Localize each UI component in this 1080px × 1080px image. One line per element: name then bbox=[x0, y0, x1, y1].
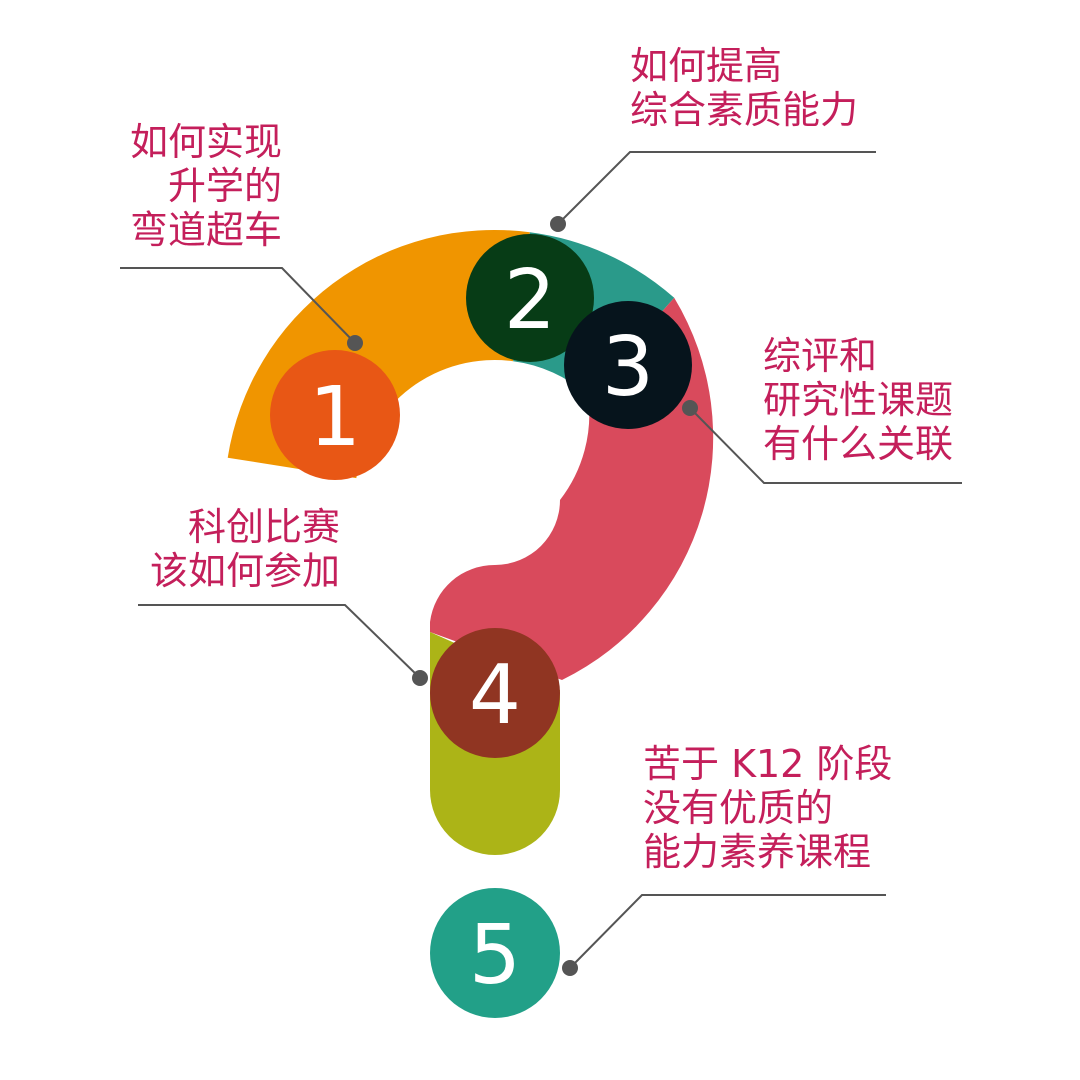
connectors bbox=[120, 151, 962, 969]
label-5-line-1: 苦于 K12 阶段 bbox=[643, 742, 893, 786]
number-circle-1: 1 bbox=[270, 350, 400, 480]
label-2-line-2: 综合素质能力 bbox=[630, 88, 859, 132]
connector-dot-5 bbox=[562, 960, 578, 976]
number-4: 4 bbox=[469, 648, 521, 743]
number-2: 2 bbox=[504, 253, 556, 348]
label-4-line-2: 该如何参加 bbox=[149, 549, 340, 593]
label-1-line-2: 升学的 bbox=[167, 164, 282, 208]
label-1-line-3: 弯道超车 bbox=[129, 208, 282, 252]
label-1: 如何实现 升学的 弯道超车 bbox=[130, 120, 282, 252]
connector-3 bbox=[689, 407, 962, 484]
connector-dot-4 bbox=[412, 670, 428, 686]
connector-dot-2 bbox=[550, 216, 566, 232]
label-2: 如何提高 综合素质能力 bbox=[630, 44, 858, 132]
number-circle-4: 4 bbox=[430, 628, 560, 758]
connector-5 bbox=[569, 894, 886, 969]
label-5-line-3: 能力素养课程 bbox=[643, 830, 872, 874]
connector-2 bbox=[557, 151, 876, 225]
connector-4 bbox=[138, 604, 421, 679]
connector-1 bbox=[120, 267, 356, 344]
connector-dots bbox=[347, 216, 698, 976]
label-3-line-1: 综评和 bbox=[763, 334, 878, 378]
number-1: 1 bbox=[309, 370, 361, 465]
label-3-line-3: 有什么关联 bbox=[763, 422, 954, 466]
label-4: 科创比赛 该如何参加 bbox=[150, 505, 340, 593]
number-5: 5 bbox=[469, 908, 521, 1003]
label-2-line-1: 如何提高 bbox=[630, 44, 783, 88]
label-3: 综评和 研究性课题 有什么关联 bbox=[763, 334, 953, 466]
label-3-line-2: 研究性课题 bbox=[763, 378, 954, 422]
number-circle-3: 3 bbox=[564, 301, 692, 429]
number-circle-2: 2 bbox=[466, 234, 594, 362]
connector-dot-1 bbox=[347, 335, 363, 351]
label-5: 苦于 K12 阶段 没有优质的 能力素养课程 bbox=[643, 742, 892, 874]
number-3: 3 bbox=[602, 320, 654, 415]
connector-dot-3 bbox=[682, 400, 698, 416]
number-circle-5: 5 bbox=[430, 888, 560, 1018]
label-1-line-1: 如何实现 bbox=[129, 120, 282, 164]
label-4-line-1: 科创比赛 bbox=[187, 505, 340, 549]
label-5-line-2: 没有优质的 bbox=[643, 786, 834, 830]
